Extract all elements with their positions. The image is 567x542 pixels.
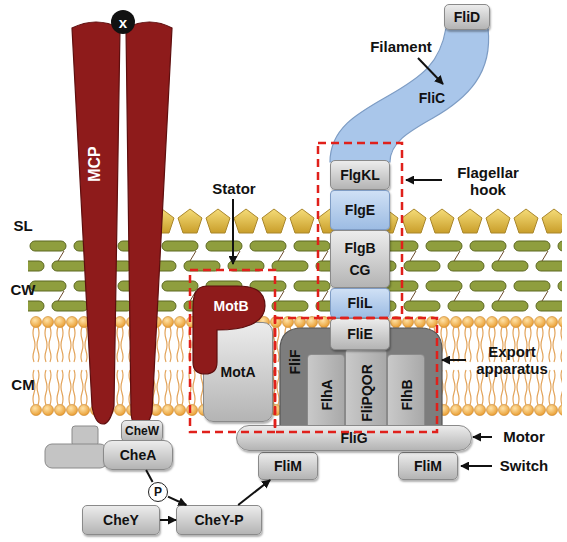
node-text: FlgE [345, 202, 375, 218]
node-text: FliPQOR [359, 364, 375, 422]
part-label: Stator [203, 180, 265, 197]
mcp-foot [72, 426, 98, 446]
rod-box: FlgB CG [330, 230, 390, 288]
node-text: FliC [419, 90, 445, 106]
node-text: MotA [221, 364, 256, 380]
node-text: MCP [86, 146, 104, 182]
switch-box: FliM [258, 452, 318, 480]
leader-arrow [442, 359, 466, 361]
node-text: FlgKL [340, 167, 380, 183]
node-text: FlhB [399, 379, 415, 410]
ring-box: FliE [330, 318, 390, 350]
node-text: CheY-P [194, 512, 243, 528]
leader-arrow [406, 179, 442, 181]
stator-dashed-box [190, 270, 275, 432]
part-label: Flagellar hook [443, 164, 533, 198]
switch-box: FliM [398, 452, 458, 480]
ring-box: FliL [330, 288, 390, 318]
stator-shape: MotB [193, 284, 265, 374]
export-column: FliPQOR [345, 348, 387, 430]
stator-shape-outline [193, 284, 265, 374]
signal-arrow [238, 480, 270, 505]
node-text: x [119, 14, 127, 31]
leader-arrow [473, 436, 492, 438]
ms-ring-shape-path [280, 328, 442, 430]
node-text: CheY [103, 512, 139, 528]
node-text: P [154, 485, 162, 499]
protein-box: CheW [121, 420, 163, 442]
signal-arrow [160, 519, 176, 521]
export-column: FlhB [387, 354, 425, 430]
hook-box: FlgE [330, 190, 390, 230]
part-label: Export apparatus [466, 343, 558, 377]
mcp-foot [45, 444, 107, 468]
protein-box: CheY [82, 505, 160, 535]
leader-arrow [461, 465, 492, 467]
leader-arrow [232, 199, 234, 264]
hook-dashed-box [318, 143, 402, 318]
layer-label: CW [6, 281, 40, 298]
node-text: FliM [414, 458, 442, 474]
part-label: Motor [494, 428, 554, 445]
node-text: MotB [214, 298, 249, 314]
node-text: CheA [120, 447, 157, 463]
rotor-bar: FliG [236, 425, 472, 451]
filament-shape-path [330, 28, 489, 162]
node-text: FliD [454, 9, 480, 25]
part-label: Filament [366, 38, 436, 55]
signal-arrow [168, 497, 186, 505]
layer-label: SL [8, 217, 38, 234]
part-label: Switch [494, 457, 554, 474]
phosphate-circle: P [148, 482, 168, 502]
node-text: FliE [347, 326, 373, 342]
export-column: FlhA [307, 354, 345, 430]
node-text: FliF [287, 350, 303, 375]
receptor-shape: MCP x [68, 14, 176, 444]
node-text: FliM [274, 458, 302, 474]
kinase-box: CheA [103, 440, 173, 470]
receptor-shape-path [72, 22, 172, 428]
receptor-shape-outline [68, 14, 176, 444]
node-text: FliG [340, 430, 367, 446]
node-text: FlhA [319, 379, 335, 410]
node-text: FliL [348, 295, 373, 311]
node-text: CheW [125, 424, 159, 438]
layer-label: CM [6, 376, 40, 393]
hook-box: FlgKL [330, 160, 390, 190]
node-text: FlgB CG [338, 237, 382, 281]
signal-arrow [146, 470, 152, 482]
protein-box: CheY-P [176, 505, 262, 535]
cap-box: FliD [444, 4, 490, 30]
ligand-circle: x [111, 10, 135, 34]
